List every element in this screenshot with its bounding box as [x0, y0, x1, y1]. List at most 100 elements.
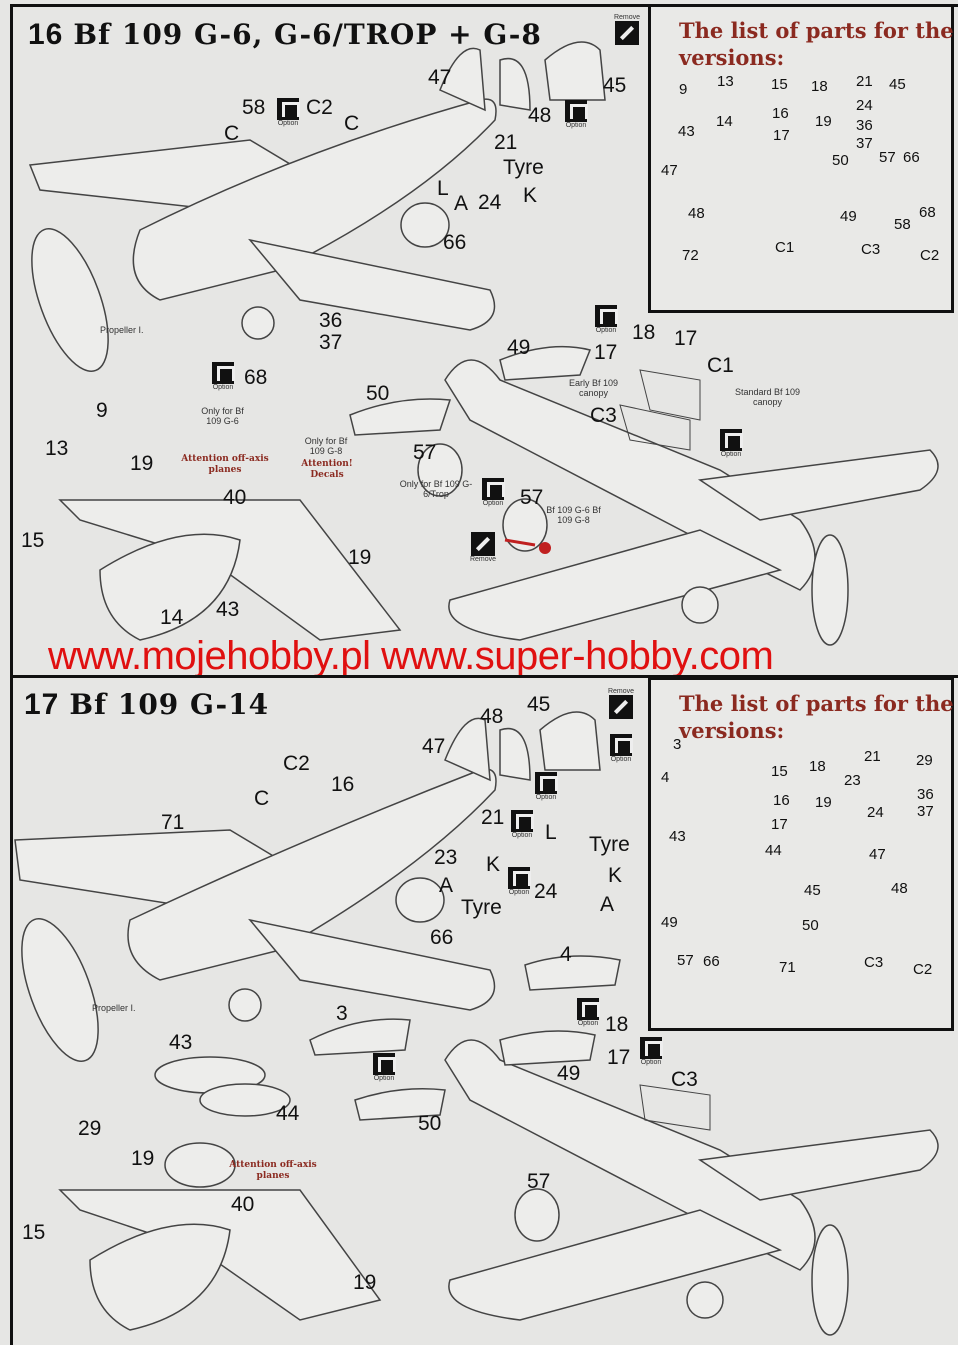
part-number: 18	[811, 78, 828, 95]
watermark-urls: www.mojehobby.pl www.super-hobby.com	[48, 634, 774, 678]
callout: A	[454, 192, 469, 215]
option-icon	[373, 1053, 396, 1075]
callout: 43	[216, 598, 240, 621]
propeller-note: Propeller I.	[92, 1003, 136, 1013]
callout: C	[344, 112, 360, 135]
part-number: 47	[869, 846, 886, 863]
part-number: 19	[815, 113, 832, 130]
callout: 19	[353, 1271, 377, 1294]
remove-icon	[609, 695, 633, 719]
option-badge: Option	[608, 734, 634, 763]
callout: 36	[319, 309, 343, 332]
version-note: Bf 109 G-6 Bf 109 G-8	[546, 505, 601, 525]
canopy-note: Early Bf 109 canopy	[568, 378, 619, 398]
remove-badge: Remove	[606, 688, 636, 719]
callout: 13	[45, 437, 69, 460]
callout: C3	[671, 1068, 698, 1091]
version-note: Only for Bf 109 G-6	[201, 406, 244, 426]
part-number: 19	[815, 794, 832, 811]
canopy-note: Standard Bf 109 canopy	[734, 387, 801, 407]
plane2-fuselage	[444, 359, 816, 591]
option-icon	[720, 429, 743, 451]
part-number: 48	[688, 205, 705, 222]
callout: Tyre	[461, 896, 502, 919]
version-note: Only for Bf 109 G-6/Trop	[399, 479, 473, 499]
part-number: 43	[678, 123, 695, 140]
option-label: Option	[535, 794, 557, 801]
callout: A	[600, 893, 615, 916]
callout: 48	[528, 104, 552, 127]
callout: L	[545, 821, 557, 844]
part-number: 14	[716, 113, 733, 130]
step-16-parts-list: The list of parts for the versions: 9 13…	[648, 4, 954, 313]
callout: 16	[331, 773, 355, 796]
part-number: 45	[804, 882, 821, 899]
part-number: 24	[856, 97, 873, 114]
part-number: C2	[920, 247, 940, 264]
callout: 43	[169, 1031, 193, 1054]
part-number: 57	[677, 952, 694, 969]
callout: 66	[443, 231, 467, 254]
part-number: 3	[673, 736, 682, 753]
callout: 17	[607, 1046, 631, 1069]
part-number: 66	[903, 149, 920, 166]
callout: 57	[413, 441, 437, 464]
callout: 57	[520, 486, 544, 509]
option-icon	[511, 810, 534, 832]
option-label: Option	[640, 1059, 662, 1066]
remove-label: Remove	[607, 688, 635, 695]
part-number: 37	[856, 135, 873, 152]
part-number: 45	[889, 76, 906, 93]
part-number: 48	[891, 880, 908, 897]
part-number: 23	[844, 772, 861, 789]
propeller-note: Propeller I.	[100, 325, 144, 335]
step-17-frame	[10, 675, 958, 1345]
callout: C	[254, 787, 270, 810]
callout: 49	[557, 1062, 581, 1085]
callout: 47	[422, 735, 446, 758]
option-label: Option	[565, 122, 587, 129]
option-icon	[508, 867, 531, 889]
part-number: 43	[669, 828, 686, 845]
callout: 3	[336, 1002, 348, 1025]
callout: 45	[603, 74, 627, 97]
callout: 23	[434, 846, 458, 869]
callout: 17	[594, 341, 618, 364]
callout: 24	[478, 191, 502, 214]
callout: 49	[507, 336, 531, 359]
part-number: 57	[879, 149, 896, 166]
callout: 50	[366, 382, 390, 405]
part-number: 72	[682, 247, 699, 264]
plane-fuselage	[132, 98, 497, 301]
option-icon	[535, 772, 558, 794]
option-label: Option	[511, 832, 533, 839]
remove-label: Remove	[613, 14, 641, 21]
part-number: 49	[840, 208, 857, 225]
part-number: 16	[773, 792, 790, 809]
callout: 40	[231, 1193, 255, 1216]
part-number: 9	[679, 81, 688, 98]
option-label: Option	[277, 120, 299, 127]
callout: 66	[430, 926, 454, 949]
option-label: Option	[610, 756, 632, 763]
attention-note: Attention off-axis planes	[229, 1160, 317, 1181]
remove-icon	[471, 532, 495, 556]
callout: 21	[494, 131, 518, 154]
option-badge: Option	[563, 100, 589, 129]
part-number: 36	[917, 786, 934, 803]
part-number: 17	[771, 816, 788, 833]
part-number: 29	[916, 752, 933, 769]
callout: 14	[160, 606, 184, 629]
callout: Tyre	[589, 833, 630, 856]
option-icon	[482, 478, 505, 500]
option-label: Option	[720, 451, 742, 458]
step-number: 16	[28, 18, 64, 51]
callout: 19	[131, 1147, 155, 1170]
option-badge: Option	[575, 998, 601, 1027]
part-number: 13	[717, 73, 734, 90]
option-badge: Option	[638, 1037, 664, 1066]
part-number: 16	[772, 105, 789, 122]
part-number: 47	[661, 162, 678, 179]
part-number: 44	[765, 842, 782, 859]
